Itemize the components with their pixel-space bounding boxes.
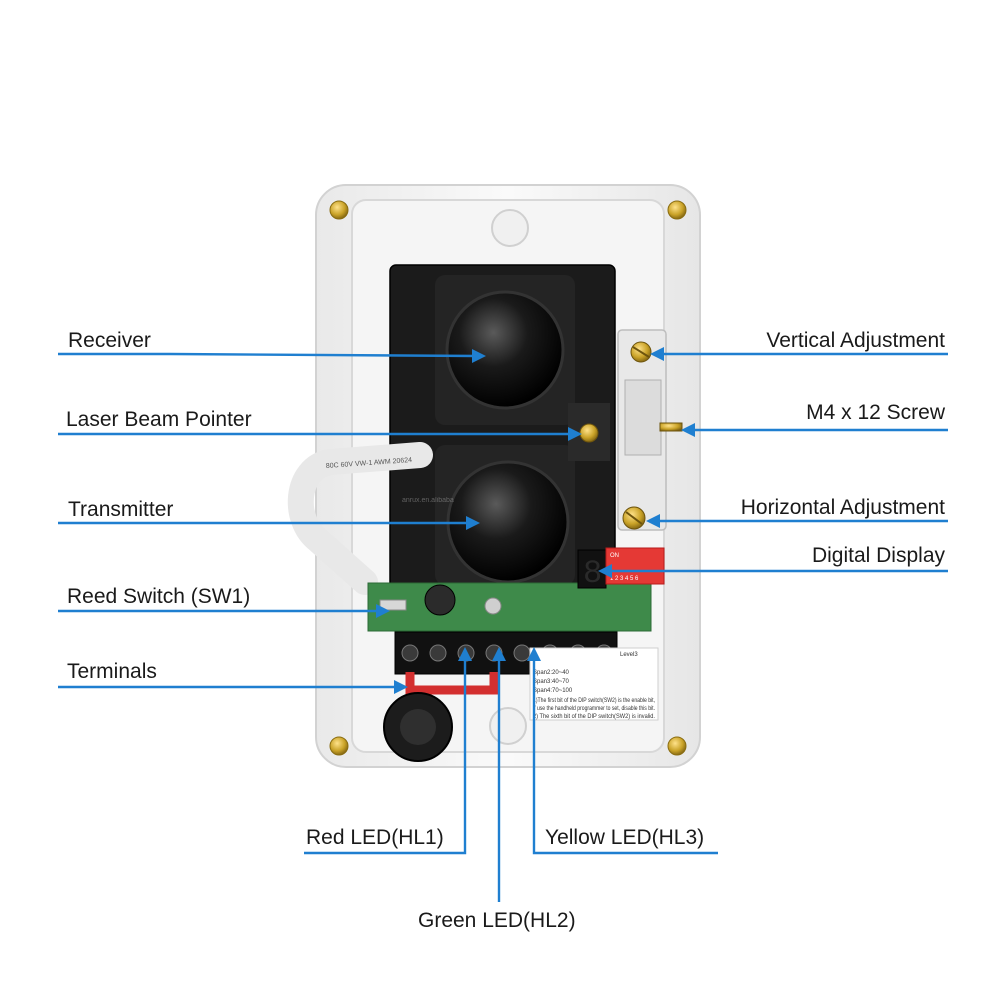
sticker-note-3: 2) The sixth bit of the DIP switch(SW2) …: [533, 714, 655, 720]
arrow-m4-screw: [681, 423, 695, 437]
top-boss: [491, 209, 529, 247]
label-transmitter: Transmitter: [68, 498, 173, 521]
bottom-boss: [489, 707, 527, 745]
dip-switch-numbers: 1 2 3 4 5 6: [610, 576, 639, 582]
sticker-row-1: Span2:20~40: [533, 670, 570, 676]
vertical-adjustment-slot: [632, 346, 650, 358]
sticker-row-3: Span4:70~100: [533, 688, 573, 694]
callout-laser-beam-pointer: Laser Beam Pointer: [58, 408, 582, 441]
adjustment-bracket: [617, 329, 683, 531]
arrow-digital-display: [598, 564, 612, 578]
arrow-yellow-led: [527, 647, 541, 661]
label-red-led: Red LED(HL1): [306, 826, 444, 849]
label-digital-display: Digital Display: [812, 544, 946, 567]
callout-transmitter: Transmitter: [58, 498, 480, 530]
arrow-transmitter: [466, 516, 480, 530]
pointer-red-led: [304, 656, 467, 855]
mounting-screw-bottom-right: [667, 736, 687, 756]
arrow-laser-beam-pointer: [568, 427, 582, 441]
mounting-screw-top-right: [667, 200, 687, 220]
receiver-lens: [445, 290, 565, 410]
mounting-screw-top-left: [329, 200, 349, 220]
bracket-arm: [624, 379, 662, 456]
capacitor: [424, 584, 456, 616]
arrow-reed-switch: [376, 604, 390, 618]
callout-vertical-adjustment: Vertical Adjustment: [650, 329, 948, 361]
sticker-row-2: Span3:40~70: [533, 679, 570, 685]
label-vertical-adjustment: Vertical Adjustment: [766, 329, 945, 352]
label-laser-beam-pointer: Laser Beam Pointer: [66, 408, 252, 431]
pcb-board: [367, 582, 652, 632]
arrow-red-led: [458, 647, 472, 661]
callout-receiver: Receiver: [58, 329, 486, 363]
label-receiver: Receiver: [68, 329, 151, 352]
sticker-table-header: Level3: [620, 652, 638, 658]
m4-screw-body: [659, 422, 683, 432]
sticker-note-2: if use the handheld programmer to set, d…: [533, 706, 655, 712]
dip-switch: [605, 547, 665, 585]
pcb: 8 ON 1 2 3 4 5 6: [367, 547, 665, 632]
dip-switch-on-label: ON: [610, 553, 619, 559]
optics-module: anrux.en.alibaba: [389, 264, 616, 596]
callout-reed-switch: Reed Switch (SW1): [58, 585, 390, 618]
horizontal-adjustment-slot: [625, 511, 643, 525]
terminal-2: [429, 644, 447, 662]
callout-digital-display: Digital Display: [598, 544, 948, 578]
sticker-note-1: 1)The first bit of the DIP switch(SW2) i…: [533, 698, 655, 704]
info-sticker-body: [529, 647, 659, 721]
red-jumper-wire: [405, 672, 499, 695]
arrow-green-led: [492, 647, 506, 661]
arrow-horizontal-adjustment: [646, 514, 660, 528]
callout-red-led: Red LED(HL1): [304, 647, 472, 855]
arrow-vertical-adjustment: [650, 347, 664, 361]
cable-gland-inner: [400, 709, 436, 745]
digital-display: [577, 549, 607, 589]
reed-switch: [379, 599, 407, 611]
label-terminals: Terminals: [67, 660, 157, 683]
callout-horizontal-adjustment: Horizontal Adjustment: [646, 496, 948, 528]
mounting-screw-bottom-left: [329, 736, 349, 756]
laser-pointer: [579, 423, 599, 443]
arrow-terminals: [394, 680, 408, 694]
terminal-5: [513, 644, 531, 662]
callout-terminals: Terminals: [58, 660, 408, 694]
callout-yellow-led: Yellow LED(HL3): [527, 647, 718, 855]
ribbon-cable: 80C 60V VW-1 AWM 20624: [287, 442, 433, 595]
callout-m4-screw: M4 x 12 Screw: [681, 401, 948, 437]
ribbon-cable-body: [287, 442, 433, 595]
electrolytic-cap: [484, 597, 502, 615]
pointer-yellow-led: [532, 656, 718, 855]
watermark: anrux.en.alibaba: [402, 497, 454, 504]
label-reed-switch: Reed Switch (SW1): [67, 585, 250, 608]
label-yellow-led: Yellow LED(HL3): [545, 826, 704, 849]
digital-display-digit: 8: [583, 555, 602, 592]
label-m4-screw: M4 x 12 Screw: [806, 401, 946, 424]
label-horizontal-adjustment: Horizontal Adjustment: [741, 496, 945, 519]
label-green-led: Green LED(HL2): [418, 909, 576, 932]
info-sticker: Level3 Span2:20~40 Span3:40~70 Span4:70~…: [529, 647, 659, 721]
pointer-receiver: [169, 352, 479, 358]
callout-green-led: Green LED(HL2): [418, 647, 576, 932]
terminal-1: [401, 644, 419, 662]
arrow-receiver: [472, 349, 486, 363]
